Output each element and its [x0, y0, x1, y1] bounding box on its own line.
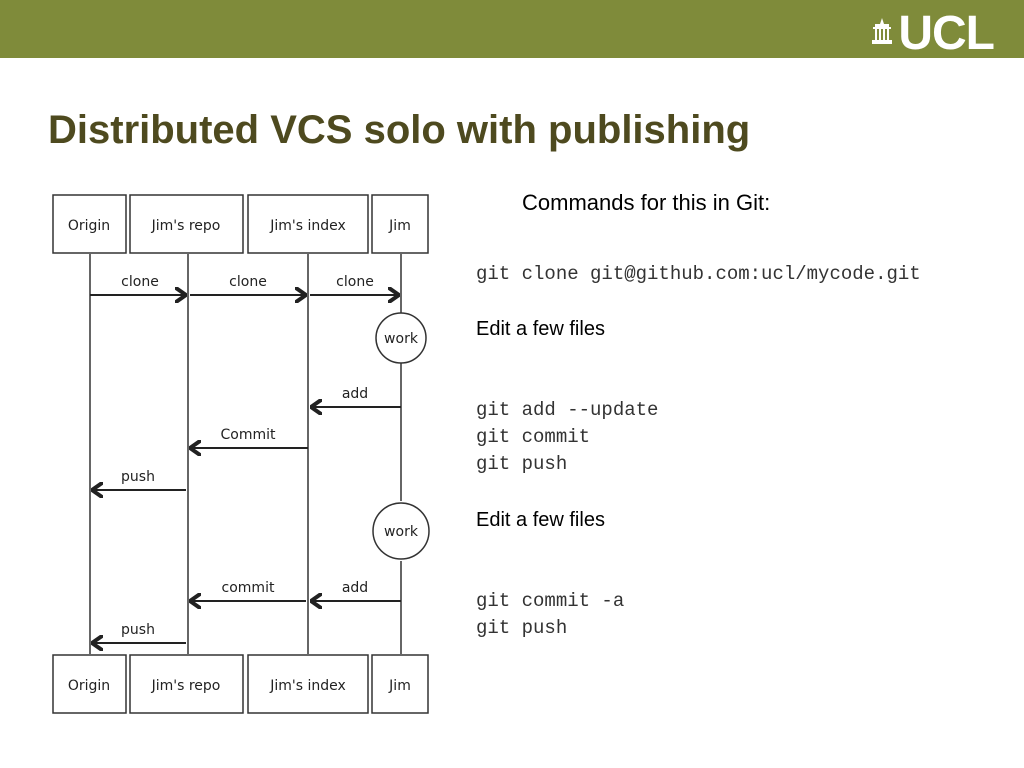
- participant-label-jim-bottom: Jim: [388, 678, 411, 694]
- participant-box-origin-bottom: [52, 654, 127, 714]
- work-circle-1: [375, 312, 427, 364]
- work-label-1: work: [384, 331, 419, 347]
- command-git-add-update: git add --update: [476, 399, 659, 421]
- message-label-clone-2: clone: [229, 274, 267, 290]
- participant-label-origin-top: Origin: [68, 218, 110, 234]
- command-git-commit-a: git commit -a: [476, 590, 625, 612]
- message-label-clone-3: clone: [336, 274, 374, 290]
- header-bar: UCL: [0, 0, 1024, 58]
- message-label-commit-2: commit: [222, 580, 275, 596]
- message-label-add-2: add: [342, 580, 368, 596]
- participant-label-jims-index-bottom: Jim's index: [269, 678, 346, 694]
- commands-heading: Commands for this in Git:: [522, 190, 771, 215]
- participant-label-origin-bottom: Origin: [68, 678, 110, 694]
- ucl-portico-icon: [872, 18, 893, 44]
- participant-box-jims-index-bottom: [247, 654, 369, 714]
- command-git-commit: git commit: [476, 426, 591, 448]
- participant-box-origin-top: [52, 194, 127, 254]
- message-label-clone-1: clone: [121, 274, 159, 290]
- work-circle-2: [372, 502, 430, 560]
- participant-label-jims-repo-top: Jim's repo: [151, 218, 221, 234]
- work-label-2: work: [384, 524, 419, 540]
- message-label-push-1: push: [121, 469, 155, 485]
- ucl-logo: UCL: [872, 7, 995, 60]
- participant-label-jims-index-top: Jim's index: [269, 218, 346, 234]
- sequence-diagram: Origin Jim's repo Jim's index Jim Origin…: [52, 194, 430, 714]
- note-edit-files-1: Edit a few files: [476, 318, 605, 340]
- participant-label-jim-top: Jim: [388, 218, 411, 234]
- ucl-logo-text: UCL: [898, 7, 995, 60]
- message-label-add-1: add: [342, 386, 368, 402]
- participant-box-jims-index-top: [247, 194, 369, 254]
- command-git-clone: git clone git@github.com:ucl/mycode.git: [476, 263, 921, 285]
- message-label-push-2: push: [121, 622, 155, 638]
- participant-box-jim-bottom: [371, 654, 429, 714]
- participant-box-jim-top: [371, 194, 429, 254]
- command-git-push-2: git push: [476, 617, 568, 639]
- slide-title: Distributed VCS solo with publishing: [48, 108, 751, 152]
- command-git-push-1: git push: [476, 453, 568, 475]
- participant-box-jims-repo-top: [129, 194, 244, 254]
- participant-label-jims-repo-bottom: Jim's repo: [151, 678, 221, 694]
- note-edit-files-2: Edit a few files: [476, 509, 605, 531]
- message-label-commit-1: Commit: [221, 427, 277, 443]
- participant-box-jims-repo-bottom: [129, 654, 244, 714]
